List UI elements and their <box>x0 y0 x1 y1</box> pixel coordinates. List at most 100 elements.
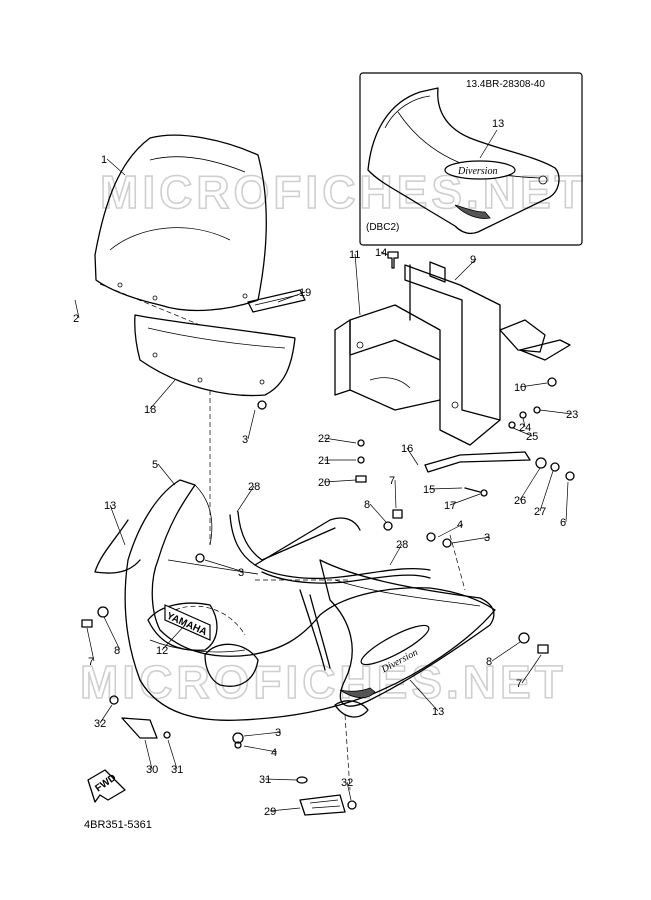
callout-3: 3 <box>484 532 490 544</box>
inset-ref-code: 13.4BR-28308-40 <box>466 79 545 90</box>
inset-variant-code: (DBC2) <box>366 222 399 233</box>
callout-2: 2 <box>73 313 79 325</box>
callout-13: 13 <box>104 500 116 512</box>
callout-7: 7 <box>88 656 94 668</box>
callout-25: 25 <box>526 431 538 443</box>
callout-4: 4 <box>271 747 277 759</box>
callout-27: 27 <box>534 506 546 518</box>
callout-16: 16 <box>401 443 413 455</box>
callout-leader-31 <box>167 739 178 770</box>
callout-leader-19 <box>277 291 306 303</box>
callout-leader-22 <box>323 437 357 444</box>
left-side-cowling <box>94 519 141 574</box>
callout-1: 1 <box>101 154 107 166</box>
windshield <box>94 134 267 312</box>
diversion-decal <box>360 624 430 666</box>
callout-31: 31 <box>171 764 183 776</box>
callout-8: 8 <box>486 656 492 668</box>
callout-leader-8 <box>491 641 521 662</box>
callout-22: 22 <box>318 433 330 445</box>
callout-leader-23 <box>539 409 573 415</box>
callout-leader-26 <box>519 467 541 501</box>
callout-leader-3 <box>204 559 245 573</box>
callout-17: 17 <box>444 500 456 512</box>
callout-32: 32 <box>341 777 353 789</box>
watermark-top: MICROFICHES.NET <box>100 166 587 218</box>
fwd-label: FWD <box>93 772 118 794</box>
callout-leader-27 <box>539 470 554 512</box>
callout-leader-29 <box>269 807 301 812</box>
callout-23: 23 <box>566 409 578 421</box>
callout-18: 18 <box>144 404 156 416</box>
diagram-code: 4BR351-5361 <box>84 819 152 831</box>
bolt-14 <box>387 251 399 269</box>
callout-leader-28 <box>236 485 255 513</box>
callout-leader-32 <box>346 781 352 801</box>
inset-callout-13: 13 <box>492 118 504 130</box>
inset-diversion-decal <box>444 160 516 180</box>
callout-leader-6 <box>565 481 569 523</box>
callout-leader-4 <box>243 745 278 753</box>
inset-panel: 13.4BR-28308-40 (DBC2) 13 Diversion <box>359 72 583 246</box>
callout-leader-24 <box>522 417 526 428</box>
callout-leader-12 <box>161 624 186 651</box>
callout-leader-1 <box>106 158 126 176</box>
callout-7: 7 <box>516 678 522 690</box>
callout-leader-3 <box>451 536 491 544</box>
callout-20: 20 <box>318 477 330 489</box>
callout-leader-8 <box>369 503 387 523</box>
callout-leader-3 <box>247 409 256 440</box>
callout-leader-10 <box>519 382 548 388</box>
callout-3: 3 <box>242 434 248 446</box>
inset-diversion-text: Diversion <box>457 166 497 177</box>
bracket-29 <box>299 794 346 816</box>
callout-leader-13 <box>109 504 126 546</box>
nut-10 <box>547 377 557 387</box>
callout-19: 19 <box>299 287 311 299</box>
callout-leader-4 <box>437 523 464 538</box>
callout-leader-7 <box>394 479 397 509</box>
callout-13: 13 <box>432 706 444 718</box>
callout-leader-9 <box>454 258 477 281</box>
callout-leader-25 <box>512 427 533 437</box>
callout-leader-30 <box>144 739 153 770</box>
fwd-arrow: FWD <box>87 769 126 803</box>
callout-3: 3 <box>238 567 244 579</box>
callout-28: 28 <box>248 481 260 493</box>
bracket-30 <box>121 717 158 739</box>
callout-leader-15 <box>428 487 463 490</box>
callout-6: 6 <box>560 517 566 529</box>
callout-leader-2 <box>74 299 80 319</box>
callout-31: 31 <box>259 774 271 786</box>
cowling-stay-bracket <box>334 261 571 446</box>
callout-26: 26 <box>514 495 526 507</box>
callout-leader-3 <box>243 731 282 737</box>
callout-leader-11 <box>354 253 361 316</box>
callout-leader-16 <box>406 447 419 466</box>
callout-3: 3 <box>275 727 281 739</box>
callout-14: 14 <box>375 247 387 259</box>
callout-leader-7 <box>86 627 95 662</box>
callout-28: 28 <box>396 539 408 551</box>
callout-leader-14 <box>380 251 389 256</box>
callout-8: 8 <box>364 499 370 511</box>
callout-21: 21 <box>318 455 330 467</box>
watermark-bottom: MICROFICHES.NET <box>80 656 567 708</box>
callout-5: 5 <box>152 459 158 471</box>
callout-8: 8 <box>114 645 120 657</box>
callout-leader-20 <box>323 479 357 483</box>
callout-leader-18 <box>149 379 176 410</box>
callout-leader-7 <box>521 654 542 684</box>
callout-24: 24 <box>519 422 531 434</box>
callout-32: 32 <box>94 718 106 730</box>
grommet-3a <box>257 400 267 410</box>
callout-leader-8 <box>103 616 121 651</box>
inner-panel <box>134 314 296 397</box>
stay-rod <box>424 451 531 473</box>
callouts: 1233334456777888910111213131415161718192… <box>73 154 578 818</box>
callout-7: 7 <box>389 475 395 487</box>
seal-strip <box>247 289 306 313</box>
callout-15: 15 <box>423 484 435 496</box>
callout-leader-28 <box>389 543 403 566</box>
